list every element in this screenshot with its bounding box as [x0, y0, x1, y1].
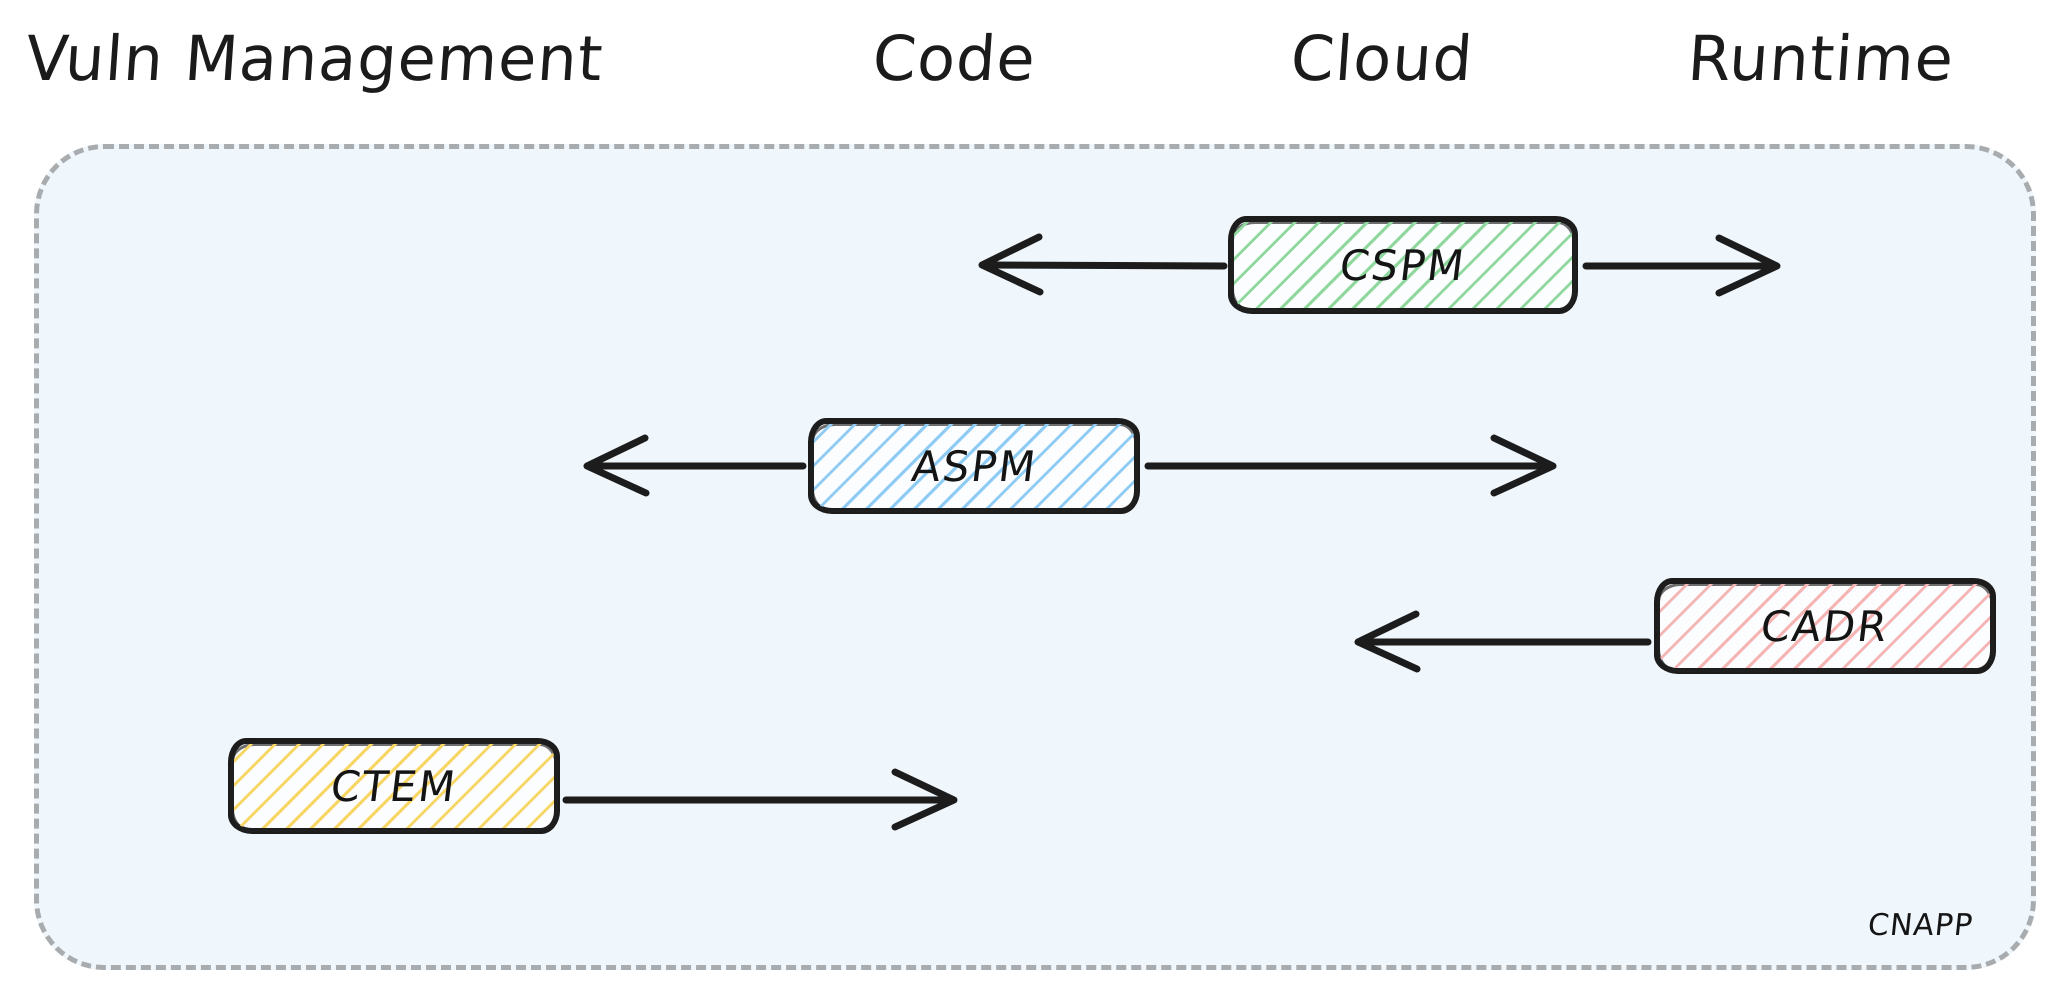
node-cadr-label: CADR	[1758, 601, 1892, 651]
node-cspm[interactable]: CSPM	[1228, 216, 1578, 314]
column-header-runtime: Runtime	[1685, 22, 1957, 95]
node-cadr[interactable]: CADR	[1654, 578, 1996, 674]
cnapp-label: CNAPP	[1866, 908, 1975, 943]
column-header-vuln-management: Vuln Management	[23, 22, 606, 95]
node-ctem[interactable]: CTEM	[228, 738, 560, 834]
node-aspm-label: ASPM	[908, 441, 1040, 491]
node-cspm-label: CSPM	[1337, 240, 1469, 290]
cnapp-boundary: CNAPP	[34, 144, 2036, 970]
node-ctem-label: CTEM	[328, 761, 460, 811]
column-header-code: Code	[870, 22, 1039, 95]
column-header-cloud: Cloud	[1288, 22, 1476, 95]
node-aspm[interactable]: ASPM	[808, 418, 1140, 514]
